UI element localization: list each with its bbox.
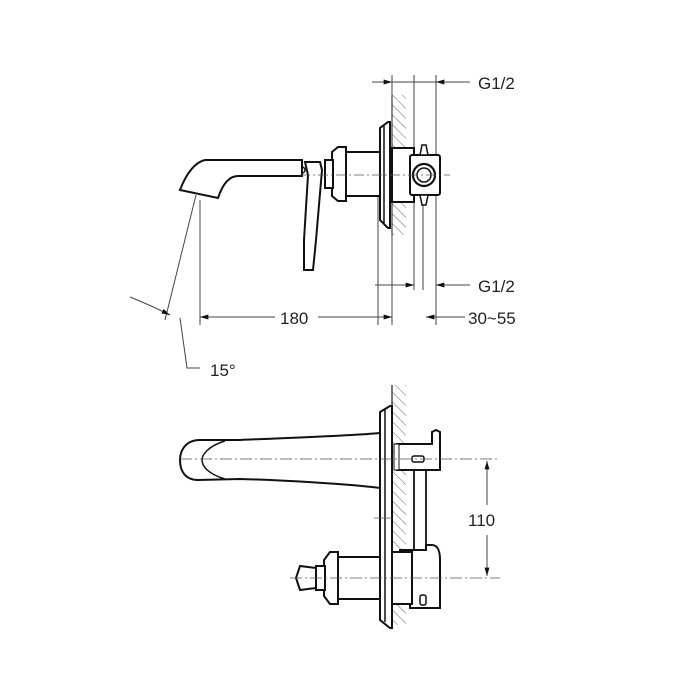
angle-label: 15° [210,361,236,380]
inlet-top-label: G1/2 [478,74,515,93]
inlet-bottom-label: G1/2 [478,277,515,296]
wall-depth-label: 30~55 [468,309,516,328]
side-view: 15° G1/2 G1/2 180 30~55 [129,74,516,380]
top-view: 110 [178,385,500,629]
spacing-label: 110 [468,511,495,530]
projection-label: 180 [280,309,308,328]
